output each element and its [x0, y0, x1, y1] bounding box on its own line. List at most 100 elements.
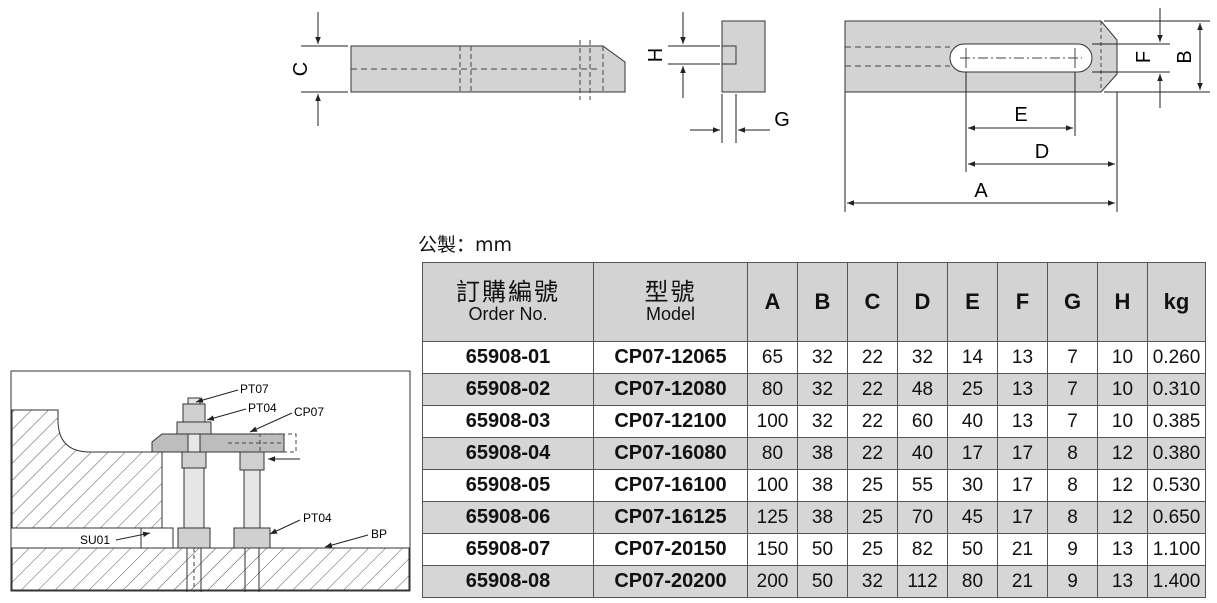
cell-b: 32: [797, 405, 848, 438]
cell-kg: 0.310: [1147, 373, 1206, 406]
end-view: H G: [645, 12, 790, 143]
cell-h: 13: [1097, 533, 1148, 566]
dim-label-d: D: [1035, 141, 1049, 163]
cell-model: CP07-12065: [593, 341, 748, 374]
cell-f: 21: [997, 533, 1048, 566]
header-h: H: [1097, 262, 1148, 342]
cell-f: 13: [997, 373, 1048, 406]
cell-g: 8: [1047, 469, 1098, 502]
cell-f: 13: [997, 341, 1048, 374]
cell-kg: 0.385: [1147, 405, 1206, 438]
cell-h: 12: [1097, 469, 1148, 502]
cell-e: 30: [947, 469, 998, 502]
header-model: 型號 Model: [593, 262, 748, 342]
cell-a: 125: [747, 501, 798, 534]
cell-f: 17: [997, 469, 1048, 502]
cell-order: 65908-01: [422, 341, 594, 374]
cell-kg: 1.100: [1147, 533, 1206, 566]
cell-c: 22: [847, 405, 898, 438]
cell-d: 55: [897, 469, 948, 502]
label-bp: BP: [371, 527, 387, 541]
cell-d: 32: [897, 341, 948, 374]
cell-kg: 0.650: [1147, 501, 1206, 534]
header-b: B: [797, 262, 848, 342]
header-order-no: 訂購編號 Order No.: [422, 262, 594, 342]
cell-model: CP07-20150: [593, 533, 748, 566]
cell-order: 65908-05: [422, 469, 594, 502]
cell-h: 13: [1097, 565, 1148, 598]
cell-g: 7: [1047, 373, 1098, 406]
cell-b: 32: [797, 373, 848, 406]
cell-model: CP07-16100: [593, 469, 748, 502]
cell-b: 50: [797, 533, 848, 566]
cell-a: 80: [747, 373, 798, 406]
cell-e: 50: [947, 533, 998, 566]
cell-b: 38: [797, 501, 848, 534]
table-header-row: 訂購編號 Order No. 型號 Model A B C D E F G H …: [422, 262, 1206, 342]
cell-kg: 0.530: [1147, 469, 1206, 502]
cell-kg: 0.260: [1147, 341, 1206, 374]
cell-order: 65908-08: [422, 565, 594, 598]
dim-label-c: C: [290, 62, 312, 76]
cell-kg: 0.380: [1147, 437, 1206, 470]
cell-e: 45: [947, 501, 998, 534]
cell-c: 22: [847, 341, 898, 374]
cell-c: 32: [847, 565, 898, 598]
label-su01: SU01: [80, 533, 110, 547]
flange-nut: [182, 403, 206, 423]
cell-c: 22: [847, 373, 898, 406]
cell-h: 12: [1097, 501, 1148, 534]
cell-kg: 1.400: [1147, 565, 1206, 598]
header-g: G: [1047, 262, 1098, 342]
header-d: D: [897, 262, 948, 342]
cell-d: 70: [897, 501, 948, 534]
cell-model: CP07-12100: [593, 405, 748, 438]
cell-d: 48: [897, 373, 948, 406]
dim-label-h: H: [645, 48, 667, 62]
cell-c: 25: [847, 533, 898, 566]
dim-label-e: E: [1014, 104, 1027, 126]
cell-g: 9: [1047, 565, 1098, 598]
header-kg: kg: [1147, 262, 1206, 342]
cell-a: 200: [747, 565, 798, 598]
cell-f: 21: [997, 565, 1048, 598]
dim-label-f: F: [1133, 51, 1155, 63]
cell-g: 8: [1047, 501, 1098, 534]
cell-e: 25: [947, 373, 998, 406]
header-c: C: [847, 262, 898, 342]
dim-label-g: G: [774, 109, 790, 131]
cell-c: 25: [847, 501, 898, 534]
cell-c: 22: [847, 437, 898, 470]
cell-d: 40: [897, 437, 948, 470]
cell-model: CP07-12080: [593, 373, 748, 406]
dim-label-a: A: [974, 180, 988, 202]
cell-f: 13: [997, 405, 1048, 438]
label-pt04-top: PT04: [248, 401, 277, 415]
cell-model: CP07-16080: [593, 437, 748, 470]
header-a: A: [747, 262, 798, 342]
cell-b: 38: [797, 437, 848, 470]
header-e: E: [947, 262, 998, 342]
cell-e: 17: [947, 437, 998, 470]
cell-d: 82: [897, 533, 948, 566]
cell-order: 65908-02: [422, 373, 594, 406]
label-cp07: CP07: [294, 405, 324, 419]
cell-a: 80: [747, 437, 798, 470]
cell-h: 10: [1097, 341, 1148, 374]
cell-e: 14: [947, 341, 998, 374]
cell-order: 65908-04: [422, 437, 594, 470]
cell-b: 32: [797, 341, 848, 374]
cell-order: 65908-06: [422, 501, 594, 534]
cell-e: 40: [947, 405, 998, 438]
cell-a: 65: [747, 341, 798, 374]
cell-a: 100: [747, 469, 798, 502]
cell-c: 25: [847, 469, 898, 502]
label-pt07: PT07: [240, 382, 269, 396]
workpiece-section: [11, 409, 163, 529]
